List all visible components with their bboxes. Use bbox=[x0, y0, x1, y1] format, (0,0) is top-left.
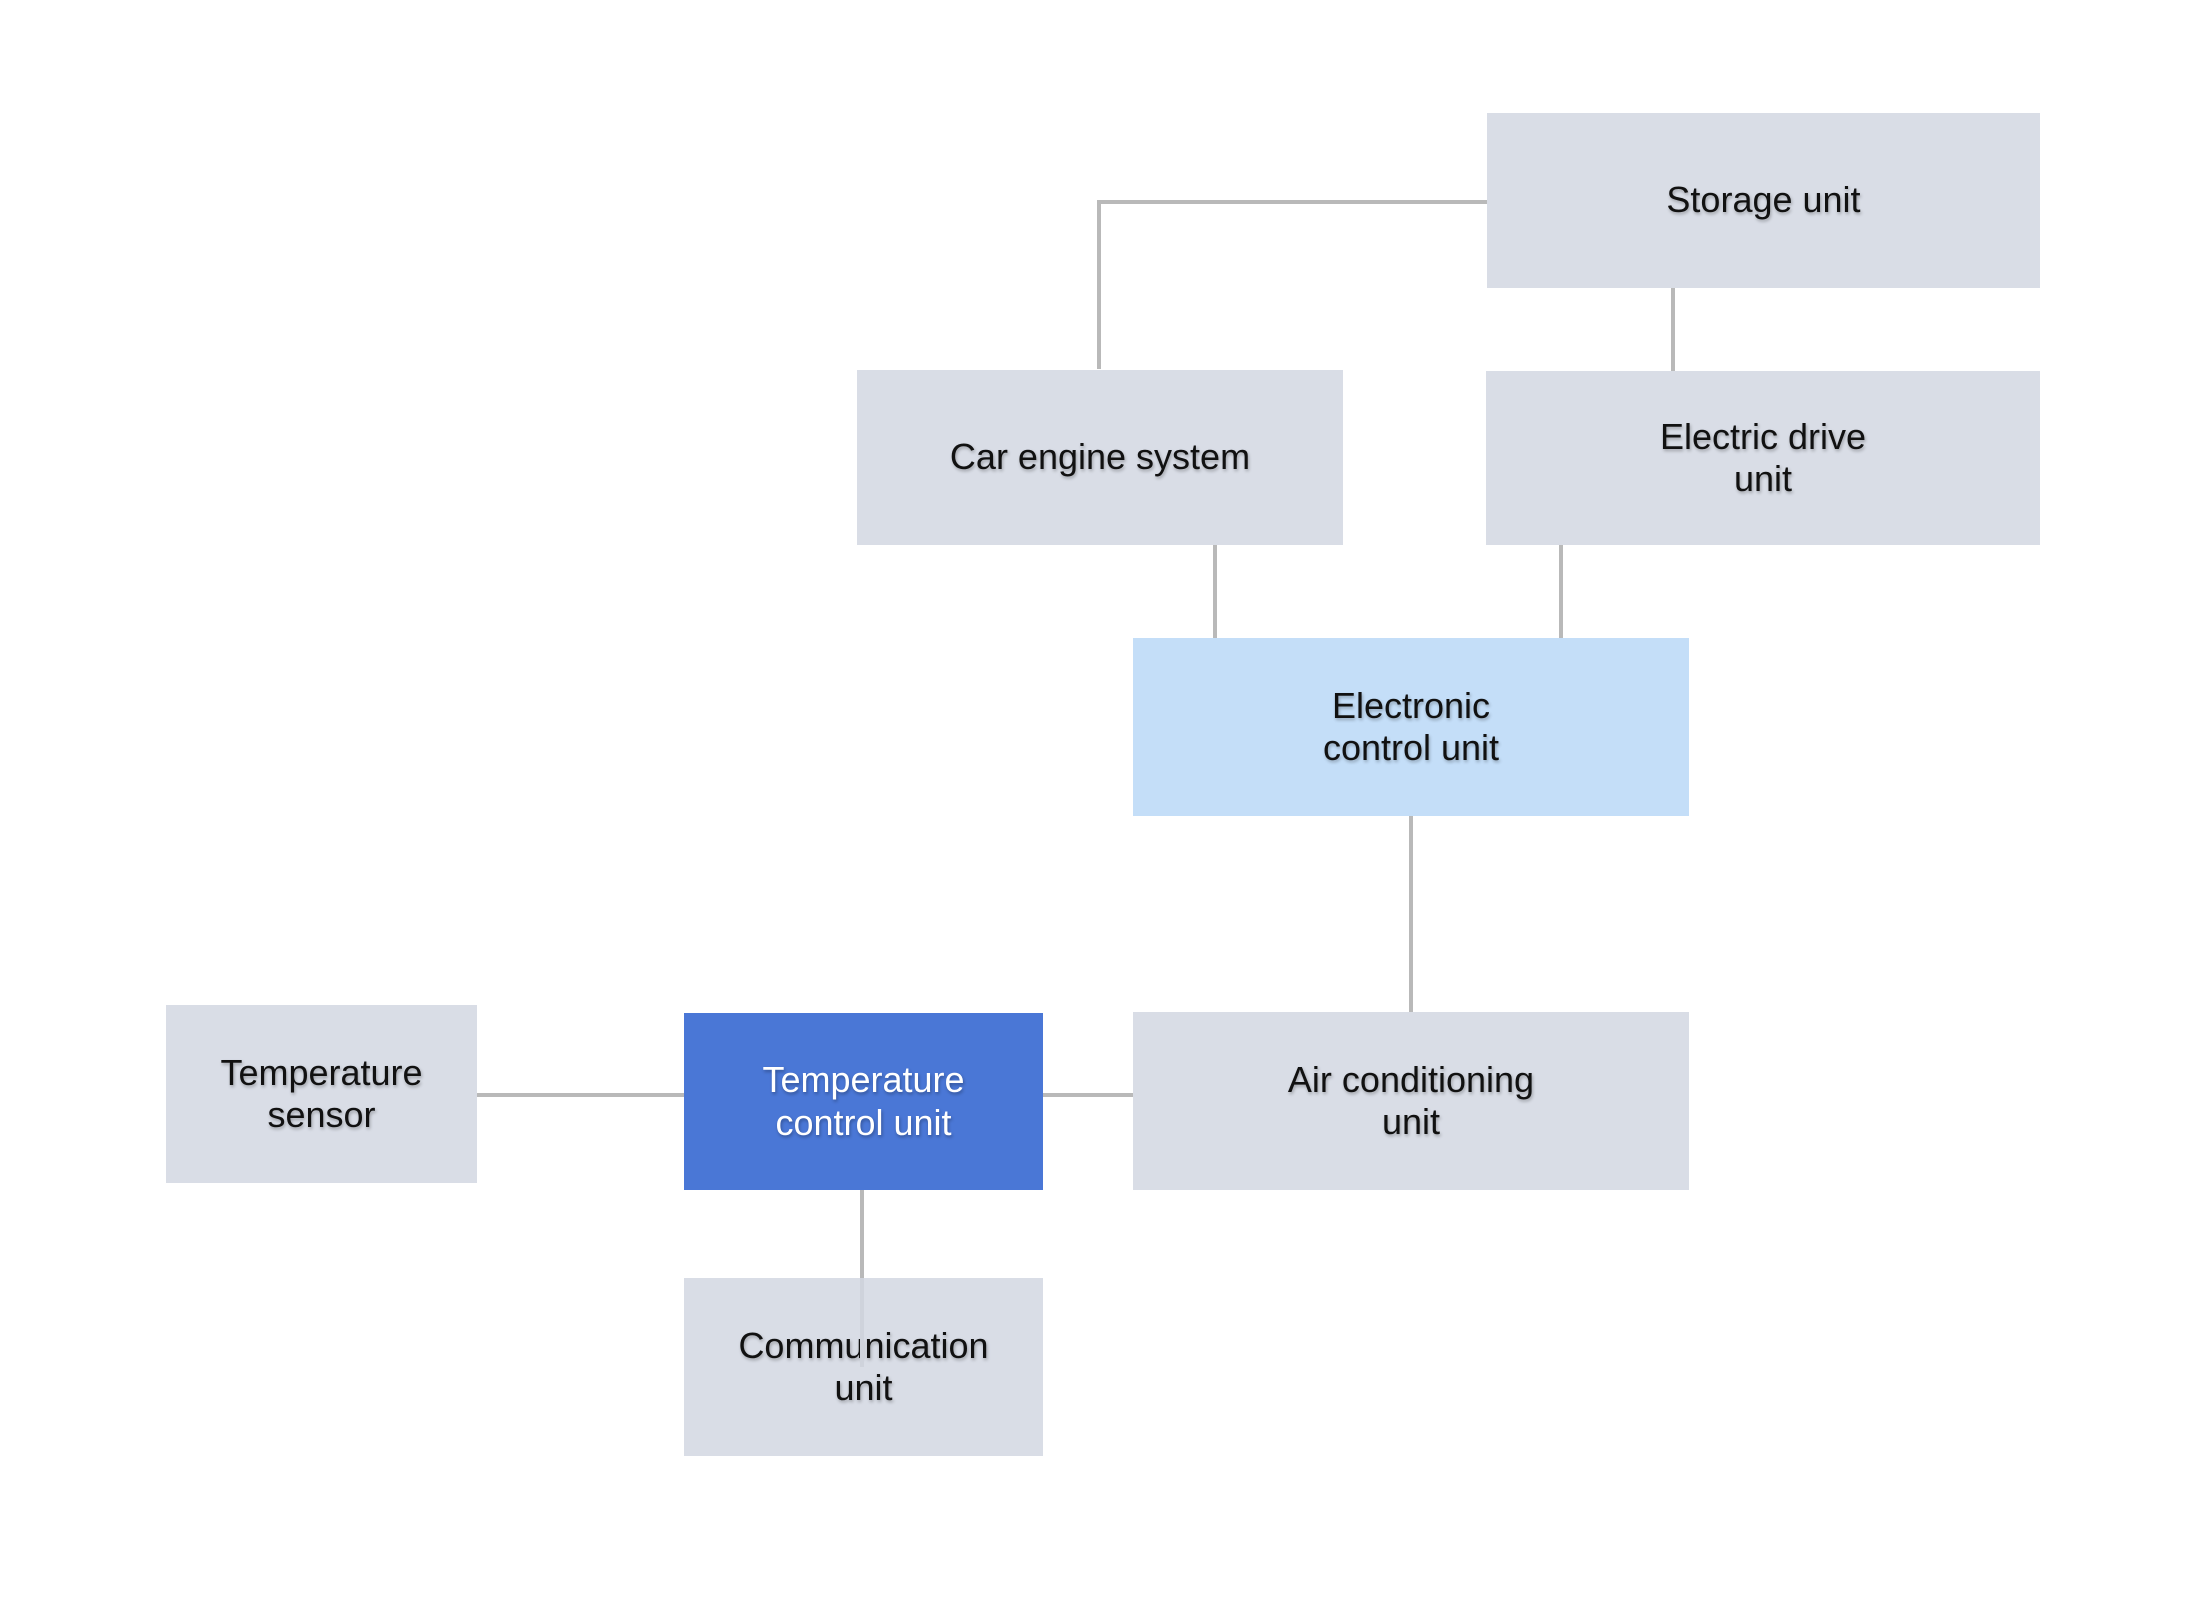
node-communication-unit[interactable]: Communication unit bbox=[684, 1278, 1043, 1456]
node-electric-drive-unit[interactable]: Electric drive unit bbox=[1486, 371, 2040, 545]
node-storage-unit-label: Storage unit bbox=[1666, 179, 1861, 221]
node-temperature-sensor-label: Temperature sensor bbox=[220, 1051, 423, 1135]
node-car-engine-system[interactable]: Car engine system bbox=[857, 370, 1343, 545]
node-temperature-control-unit-label: Temperature control unit bbox=[762, 1059, 965, 1143]
node-electric-drive-unit-label: Electric drive unit bbox=[1659, 415, 1867, 499]
node-electronic-control-unit-label: Electronic control unit bbox=[1322, 684, 1500, 768]
node-temperature-sensor[interactable]: Temperature sensor bbox=[166, 1005, 477, 1183]
node-electronic-control-unit[interactable]: Electronic control unit bbox=[1133, 638, 1689, 816]
node-air-conditioning-unit[interactable]: Air conditioning unit bbox=[1133, 1012, 1689, 1190]
node-temperature-control-unit[interactable]: Temperature control unit bbox=[684, 1013, 1043, 1190]
node-car-engine-system-label: Car engine system bbox=[949, 436, 1251, 478]
node-air-conditioning-unit-label: Air conditioning unit bbox=[1287, 1058, 1535, 1142]
node-communication-unit-label: Communication unit bbox=[738, 1324, 989, 1408]
node-storage-unit[interactable]: Storage unit bbox=[1487, 113, 2040, 288]
connector-storage-to-car-engine bbox=[1097, 200, 1487, 369]
